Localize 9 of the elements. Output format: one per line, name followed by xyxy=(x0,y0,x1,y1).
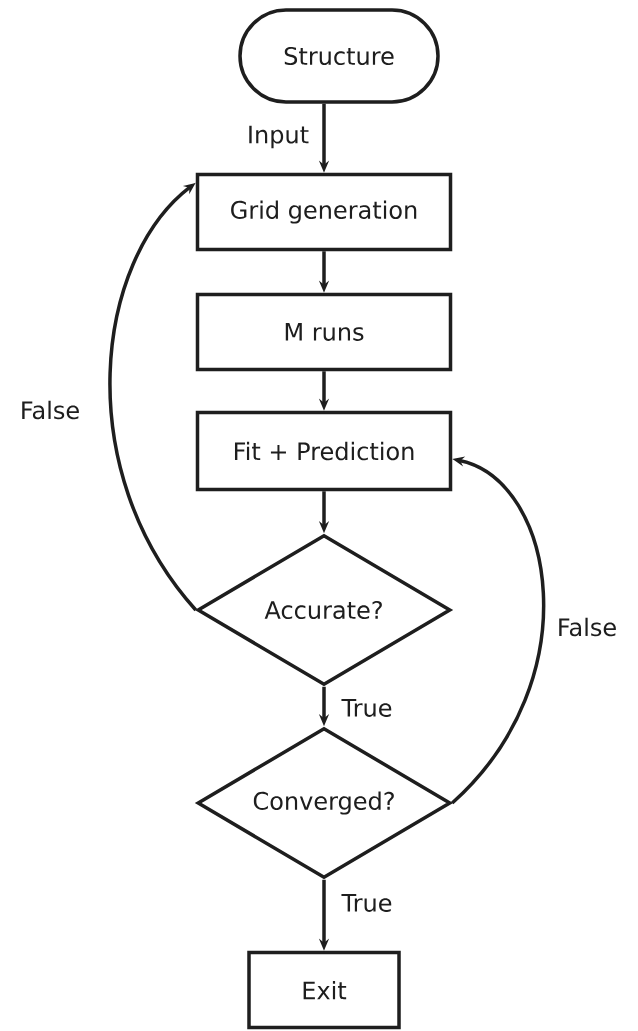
edge-label: Input xyxy=(245,124,311,150)
process-box: M runs xyxy=(195,292,453,372)
edge-label: True xyxy=(340,893,394,913)
edge-label: True xyxy=(340,698,394,718)
edge-label: False xyxy=(555,616,619,638)
process-box: Grid generation xyxy=(195,172,453,252)
process-box: Exit xyxy=(247,950,401,1030)
process-box: Fit + Prediction xyxy=(195,410,453,492)
edge-label: False xyxy=(18,399,82,421)
